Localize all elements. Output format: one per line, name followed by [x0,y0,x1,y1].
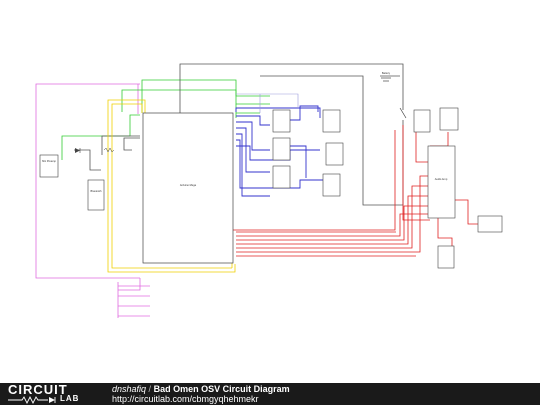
diagram-url[interactable]: http://circuitlab.com/cbmgyqhehmekr [112,394,259,404]
author-link[interactable]: dnshafiq [112,384,147,394]
wires-blue [235,105,324,197]
component-spk2[interactable] [439,107,459,131]
component-led4[interactable] [322,109,341,133]
logo-top-text: CIRCUIT [8,382,68,397]
footer-bar: CIRCUIT LAB dnshafiq / Bad Omen OSV Circ… [0,383,540,405]
component-out2[interactable] [437,245,455,269]
schematic-canvas: Arduino Mega Mic Preamp Bluetooth Audio … [35,63,503,318]
logo-wave-icon [8,396,56,404]
battery-label: Battery [382,71,391,75]
audio-label: Audio Amp [435,177,448,181]
title-separator: / [148,384,152,394]
bt-label: Bluetooth [91,189,103,193]
mic-label: Mic Preamp [42,159,56,163]
circuitlab-logo[interactable]: CIRCUIT LAB [8,382,108,404]
wires-green [61,79,270,160]
component-led3[interactable] [272,165,291,189]
component-battery[interactable]: Battery [381,71,391,82]
component-audio[interactable]: Audio Amp [427,145,456,219]
component-led5[interactable] [325,142,344,166]
diagram-title[interactable]: Bad Omen OSV Circuit Diagram [153,384,290,394]
diagram-title-line: dnshafiq / Bad Omen OSV Circuit Diagram [112,384,290,394]
wires-magenta [35,83,150,318]
component-mic[interactable]: Mic Preamp [39,154,59,178]
component-out1[interactable] [477,215,503,233]
component-switch[interactable] [399,107,407,119]
schematic-svg: Arduino Mega Mic Preamp Bluetooth Audio … [35,63,503,318]
wires-gray [74,63,404,206]
component-led6[interactable] [322,173,341,197]
component-mcu[interactable]: Arduino Mega [142,112,234,264]
component-spk1[interactable] [413,109,431,133]
component-driver[interactable] [75,147,115,153]
wires-red [232,125,478,257]
component-led2[interactable] [272,137,291,161]
logo-bottom-text: LAB [60,394,80,403]
mcu-label: Arduino Mega [180,183,197,187]
wires-light [236,93,299,113]
component-bt[interactable]: Bluetooth [87,179,105,211]
component-led1[interactable] [272,109,291,133]
